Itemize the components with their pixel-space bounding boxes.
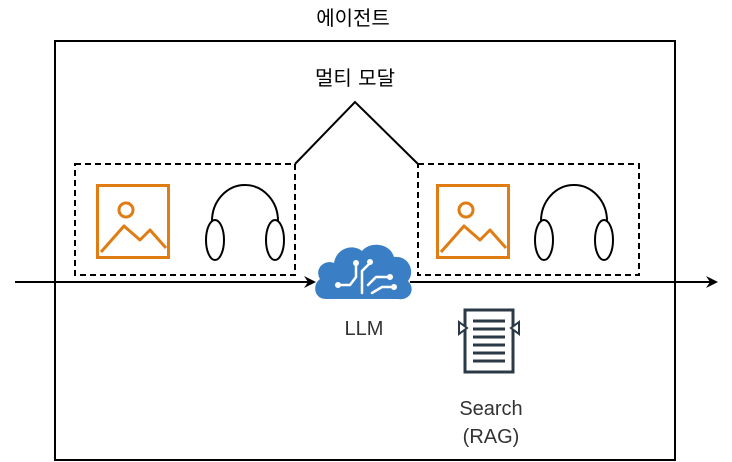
multimodal-connector — [294, 100, 419, 165]
headphones-icon — [205, 184, 285, 261]
input-modality-box — [74, 163, 296, 276]
document-search-icon — [458, 308, 520, 374]
headphones-icon — [534, 184, 614, 261]
brain-circuit-cloud-icon — [315, 244, 412, 300]
image-icon — [96, 184, 170, 259]
output-modality-box — [417, 163, 640, 276]
search-label-line1: Search — [459, 398, 522, 420]
llm-label: LLM — [345, 318, 384, 340]
agent-label: 에이전트 — [316, 6, 390, 30]
multimodal-label: 멀티 모달 — [315, 66, 395, 90]
image-icon — [436, 184, 510, 259]
search-label-line2: (RAG) — [463, 426, 520, 448]
agent-container — [54, 40, 676, 461]
